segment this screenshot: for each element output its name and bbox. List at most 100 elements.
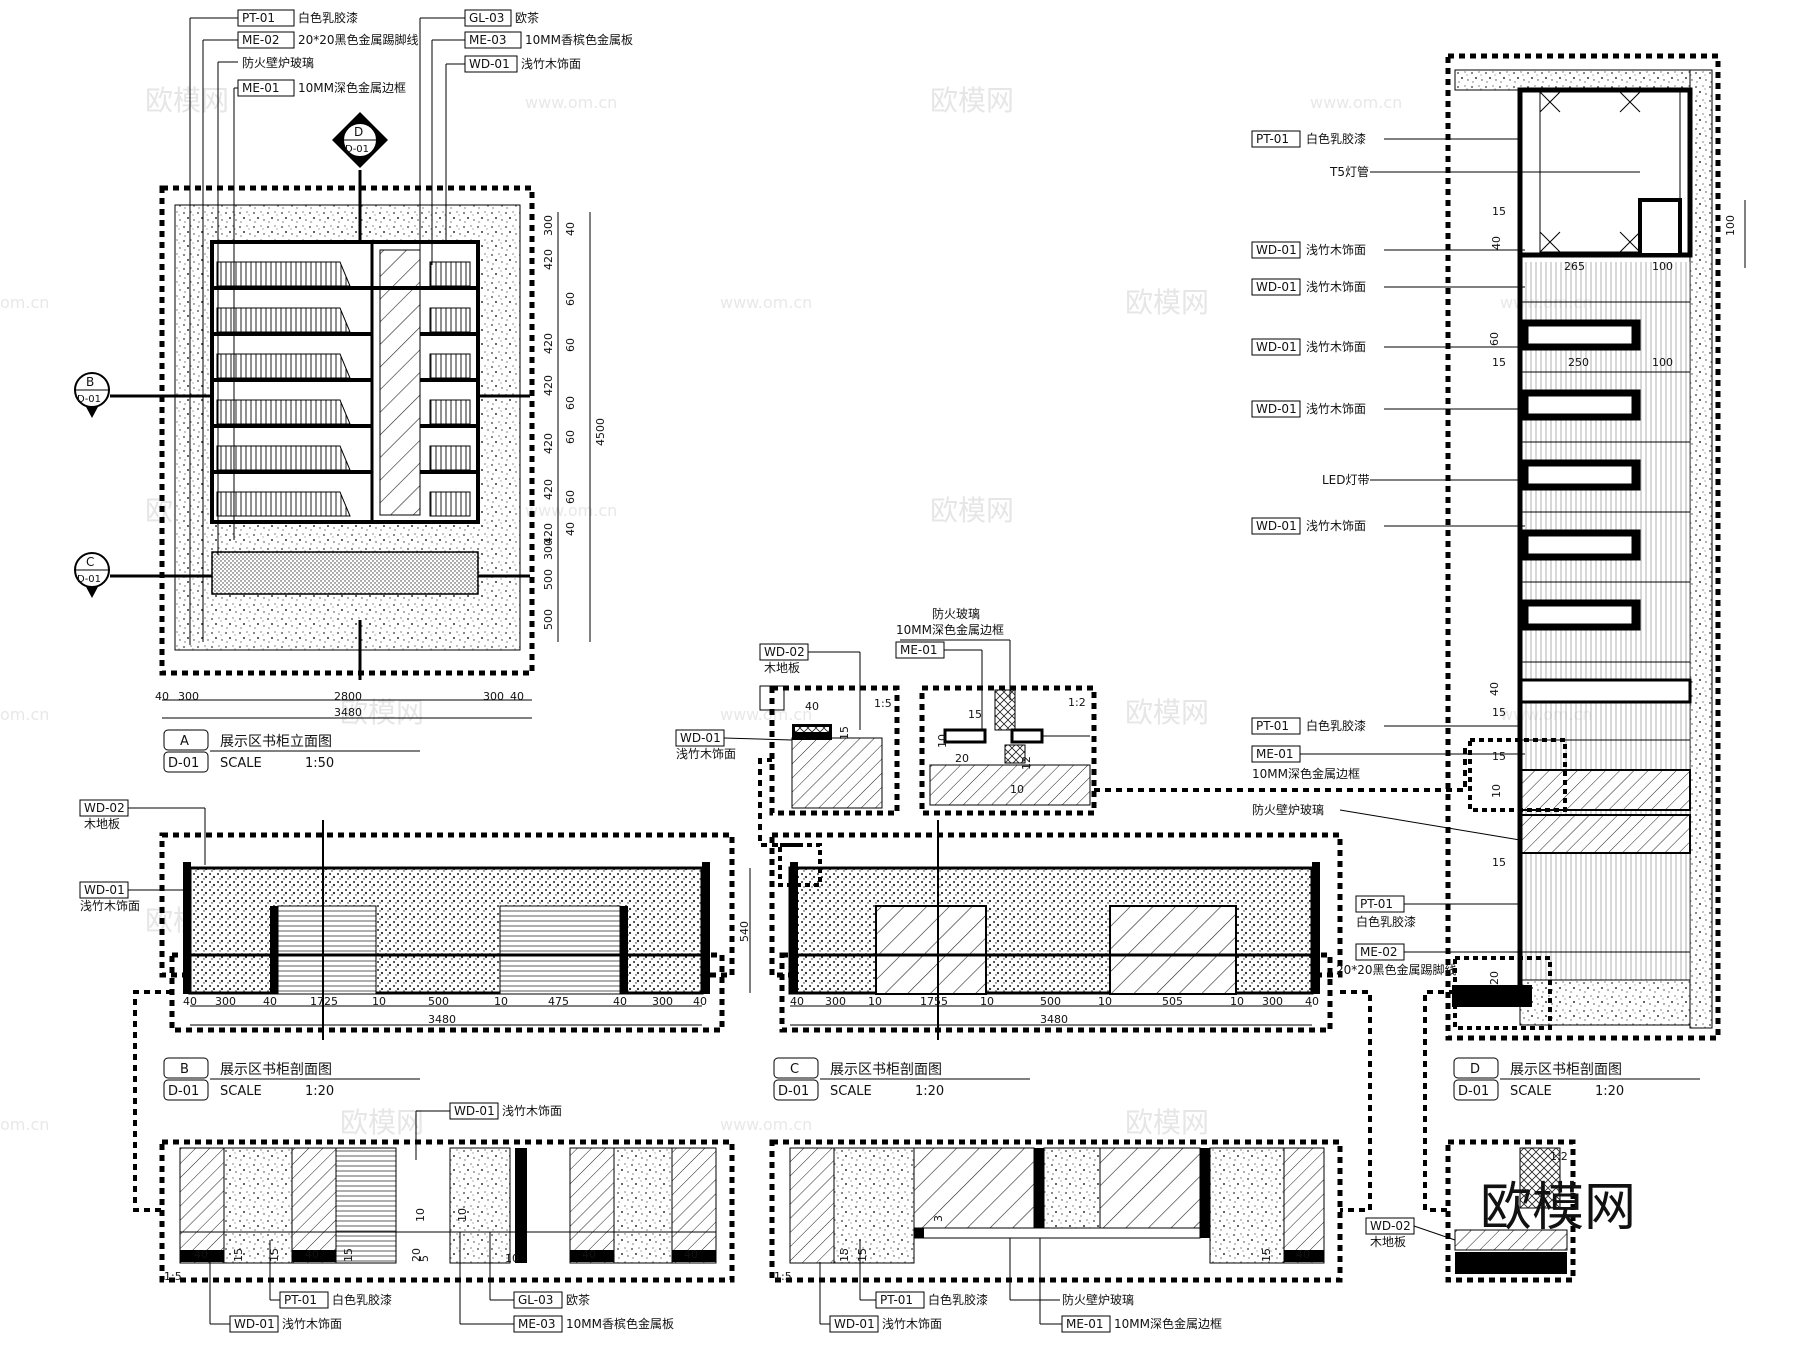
section-marker-c: C D-01 — [74, 552, 150, 598]
svg-text:WD-01: WD-01 — [84, 883, 125, 897]
svg-text:420: 420 — [542, 523, 555, 544]
watermark-brand: 欧模网 — [930, 84, 1014, 117]
watermark-brand: 欧模网 — [1125, 1106, 1209, 1139]
svg-text:40: 40 — [613, 995, 627, 1008]
watermark-url: om.cn — [0, 1115, 49, 1134]
svg-text:10: 10 — [868, 995, 882, 1008]
callout-text: 10MM香槟色金属板 — [525, 32, 633, 47]
svg-text:浅竹木饰面: 浅竹木饰面 — [1306, 340, 1366, 354]
svg-text:白色乳胶漆: 白色乳胶漆 — [928, 1292, 988, 1307]
svg-text:10MM香槟色金属板: 10MM香槟色金属板 — [566, 1316, 674, 1331]
watermark-url: om.cn — [0, 705, 49, 724]
watermark-brand: 欧模网 — [340, 696, 424, 729]
svg-text:防火玻璃: 防火玻璃 — [932, 606, 980, 621]
svg-text:10: 10 — [936, 734, 949, 748]
watermark-brand: 欧模网 — [1125, 286, 1209, 319]
scale-label: SCALE — [1510, 1084, 1552, 1099]
brand-watermark-large: 欧模网 — [1480, 1178, 1636, 1238]
svg-text:木地板: 木地板 — [84, 817, 120, 831]
svg-text:300: 300 — [652, 995, 673, 1008]
svg-text:1:5: 1:5 — [874, 697, 892, 710]
svg-text:40: 40 — [684, 1248, 698, 1261]
svg-text:500: 500 — [542, 609, 555, 630]
svg-text:100: 100 — [1652, 356, 1673, 369]
svg-text:ME-02: ME-02 — [1360, 945, 1398, 959]
svg-text:10MM深色金属边框: 10MM深色金属边框 — [1252, 766, 1360, 781]
svg-text:防火壁炉玻璃: 防火壁炉玻璃 — [1062, 1292, 1134, 1307]
drawing-title: 展示区书柜剖面图 — [1510, 1062, 1622, 1078]
svg-text:5: 5 — [418, 1255, 431, 1262]
dim-total-height: 4500 — [594, 418, 607, 446]
detail-d-floor: 1:2 WD-02 木地板 — [1365, 1139, 1576, 1283]
svg-text:40: 40 — [564, 222, 577, 236]
svg-text:WD-01: WD-01 — [1256, 340, 1297, 354]
svg-text:10: 10 — [1490, 784, 1503, 798]
callout-code: ME-01 — [242, 81, 280, 95]
callout-text: 浅竹木饰面 — [521, 57, 581, 71]
svg-text:1:5: 1:5 — [774, 1270, 792, 1283]
watermark-brand: 欧模网 — [1125, 696, 1209, 729]
scale-value: 1:20 — [305, 1084, 334, 1099]
svg-text:15: 15 — [838, 726, 851, 740]
svg-text:WD-01: WD-01 — [234, 1317, 275, 1331]
title-ref: D-01 — [1458, 1084, 1489, 1099]
svg-text:40: 40 — [183, 995, 197, 1008]
svg-text:ME-01: ME-01 — [1256, 747, 1294, 761]
svg-text:265: 265 — [1564, 260, 1585, 273]
svg-text:20: 20 — [955, 752, 969, 765]
watermark-url: www.om.cn — [720, 705, 812, 724]
marker-letter: D — [354, 125, 363, 139]
svg-text:WD-01: WD-01 — [1256, 519, 1297, 533]
svg-text:60: 60 — [1488, 332, 1501, 346]
svg-text:40: 40 — [564, 522, 577, 536]
svg-text:10: 10 — [414, 1208, 427, 1222]
svg-text:10: 10 — [494, 995, 508, 1008]
svg-text:250: 250 — [1568, 356, 1589, 369]
svg-text:浅竹木饰面: 浅竹木饰面 — [1306, 243, 1366, 257]
title-block-c: C D-01 展示区书柜剖面图 SCALE 1:20 — [773, 1057, 1030, 1101]
svg-text:100: 100 — [1652, 260, 1673, 273]
dim-total: 3480 — [428, 1013, 456, 1026]
svg-text:500: 500 — [1040, 995, 1061, 1008]
svg-text:60: 60 — [564, 490, 577, 504]
svg-text:10: 10 — [505, 1252, 519, 1265]
watermark-brand: 欧模网 — [930, 494, 1014, 527]
dim-total-width: 3480 — [334, 706, 362, 719]
watermark-url: om.cn — [0, 293, 49, 312]
svg-text:3: 3 — [932, 1215, 945, 1222]
svg-text:40: 40 — [805, 700, 819, 713]
callout-code: WD-01 — [469, 57, 510, 71]
svg-text:PT-01: PT-01 — [284, 1293, 317, 1307]
title-tag: A — [180, 734, 189, 749]
section-marker-b: B D-01 — [74, 372, 150, 418]
svg-text:15: 15 — [1492, 706, 1506, 719]
svg-text:15: 15 — [1492, 356, 1506, 369]
svg-text:40: 40 — [790, 995, 804, 1008]
svg-text:420: 420 — [542, 375, 555, 396]
watermark-brand: 欧模网 — [145, 84, 229, 117]
svg-text:2800: 2800 — [334, 690, 362, 703]
marker-ref: D-01 — [77, 394, 101, 405]
svg-text:10: 10 — [1010, 783, 1024, 796]
svg-text:40: 40 — [194, 1248, 208, 1261]
svg-text:浅竹木饰面: 浅竹木饰面 — [502, 1104, 562, 1118]
svg-text:40: 40 — [1488, 682, 1501, 696]
detail-wd02: 1:5 40 15 WD-02 木地板 WD-01 浅竹木饰面 — [675, 643, 900, 816]
svg-text:PT-01: PT-01 — [1256, 719, 1289, 733]
watermark-url: www.om.cn — [525, 501, 617, 520]
svg-text:欧茶: 欧茶 — [566, 1292, 590, 1307]
title-block-b: B D-01 展示区书柜剖面图 SCALE 1:20 — [163, 1057, 420, 1101]
svg-text:300: 300 — [215, 995, 236, 1008]
svg-text:10: 10 — [456, 1208, 469, 1222]
elevation-a: PT-01 白色乳胶漆 ME-02 20*20黑色金属踢脚线 防火壁炉玻璃 ME… — [74, 9, 633, 719]
svg-text:PT-01: PT-01 — [880, 1293, 913, 1307]
svg-text:WD-02: WD-02 — [1370, 1219, 1411, 1233]
scale-label: SCALE — [220, 756, 262, 771]
svg-text:ME-03: ME-03 — [518, 1317, 556, 1331]
svg-text:420: 420 — [542, 249, 555, 270]
svg-text:WD-01: WD-01 — [834, 1317, 875, 1331]
title-ref: D-01 — [168, 1084, 199, 1099]
svg-text:15: 15 — [268, 1248, 281, 1262]
scale-value: 1:50 — [305, 756, 334, 771]
svg-text:15: 15 — [968, 708, 982, 721]
